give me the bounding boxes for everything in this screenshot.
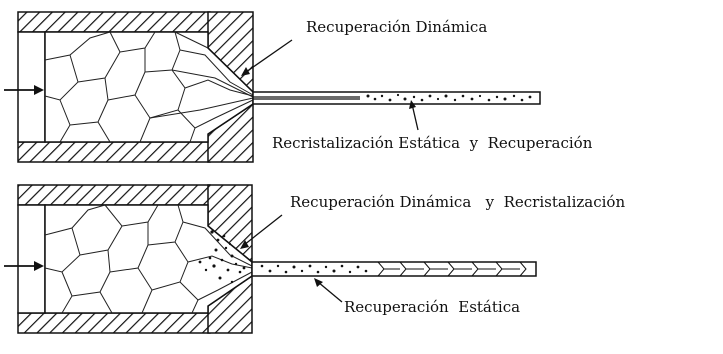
bottom-ram-arrow-icon bbox=[4, 261, 44, 271]
top-wall-upper bbox=[17, 11, 211, 33]
top-ram bbox=[17, 31, 46, 143]
bottom-wall-lower bbox=[17, 312, 211, 334]
top-extruded-rod bbox=[252, 91, 541, 105]
bottom-ram bbox=[17, 204, 46, 314]
top-leader-static bbox=[409, 100, 419, 131]
bottom-nucleation-dots bbox=[198, 230, 246, 284]
top-grain-network bbox=[44, 31, 254, 143]
top-extrusion bbox=[4, 11, 541, 163]
top-wall-lower bbox=[17, 141, 211, 163]
label-top-static-recrystallization-recovery: Recristalización Estática y Recuperación bbox=[272, 134, 593, 152]
bottom-leader-static bbox=[314, 278, 343, 303]
bottom-rod-coarse-grains bbox=[377, 261, 527, 277]
top-ram-arrow-icon bbox=[4, 85, 44, 95]
bottom-wall-upper bbox=[17, 184, 211, 206]
label-bottom-dynamic-recovery-recrystallization: Recuperación Dinámica y Recristalización bbox=[290, 193, 626, 211]
top-rod-recrystallized-speckle bbox=[366, 93, 532, 102]
label-bottom-static-recovery: Recuperación Estática bbox=[344, 298, 521, 316]
bottom-leader-dynamic bbox=[240, 214, 283, 249]
top-leader-dynamic bbox=[241, 39, 293, 76]
label-top-dynamic-recovery: Recuperación Dinámica bbox=[306, 18, 488, 36]
bottom-rod-fine-grains bbox=[260, 264, 368, 274]
bottom-extrusion bbox=[4, 184, 537, 334]
